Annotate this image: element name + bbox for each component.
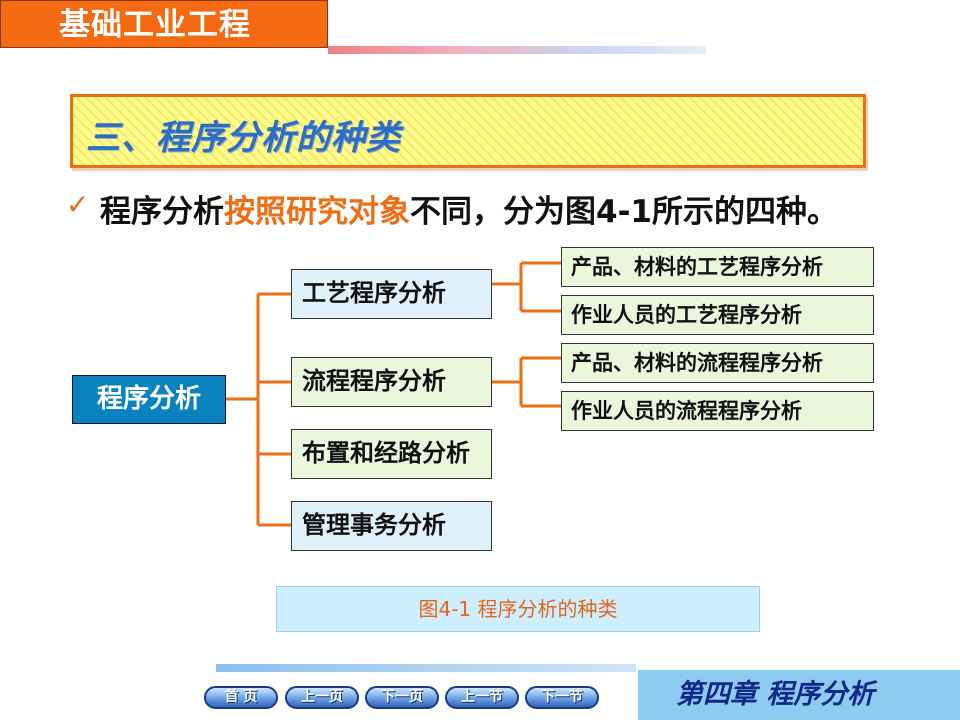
- nav-prev-section-button[interactable]: 上一节: [445, 686, 519, 709]
- nav-home-button[interactable]: 首 页: [204, 686, 278, 709]
- branch-flow-analysis: 流程程序分析: [291, 357, 492, 407]
- leaf-product-flow: 产品、材料的流程程序分析: [561, 343, 874, 383]
- footer-gradient-bar: [216, 664, 636, 672]
- footer-title-background: [638, 670, 960, 720]
- bullet-text-highlight: 按照研究对象: [224, 194, 410, 230]
- root-node: 程序分析: [72, 375, 226, 424]
- leaf-worker-process: 作业人员的工艺程序分析: [561, 295, 874, 335]
- section-title: 三、程序分析的种类: [86, 118, 401, 158]
- branch-admin-analysis: 管理事务分析: [291, 501, 492, 551]
- figure-caption: 图4-1 程序分析的种类: [418, 597, 618, 621]
- nav-prev-page-button[interactable]: 上一页: [285, 686, 359, 709]
- nav-next-page-button[interactable]: 下一页: [365, 686, 439, 709]
- header-gradient-bar: [328, 46, 706, 54]
- branch-layout-route-analysis: 布置和经路分析: [291, 429, 492, 479]
- bullet-text: 程序分析按照研究对象不同，分为图4-1所示的四种。: [100, 186, 838, 231]
- leaf-product-process: 产品、材料的工艺程序分析: [561, 247, 874, 287]
- bullet-text-part1: 程序分析: [100, 194, 224, 230]
- leaf-worker-flow: 作业人员的流程程序分析: [561, 391, 874, 431]
- section-title-banner: [70, 94, 866, 168]
- bullet-text-part2: 不同，分为图4-1所示的四种。: [410, 194, 839, 230]
- course-title: 基础工业工程: [0, 0, 328, 48]
- caption-box: [276, 586, 760, 632]
- nav-next-section-button[interactable]: 下一节: [525, 686, 599, 709]
- checkmark-icon: ✓: [66, 188, 90, 221]
- branch-process-analysis: 工艺程序分析: [291, 269, 492, 319]
- chapter-title: 第四章 程序分析: [676, 679, 875, 710]
